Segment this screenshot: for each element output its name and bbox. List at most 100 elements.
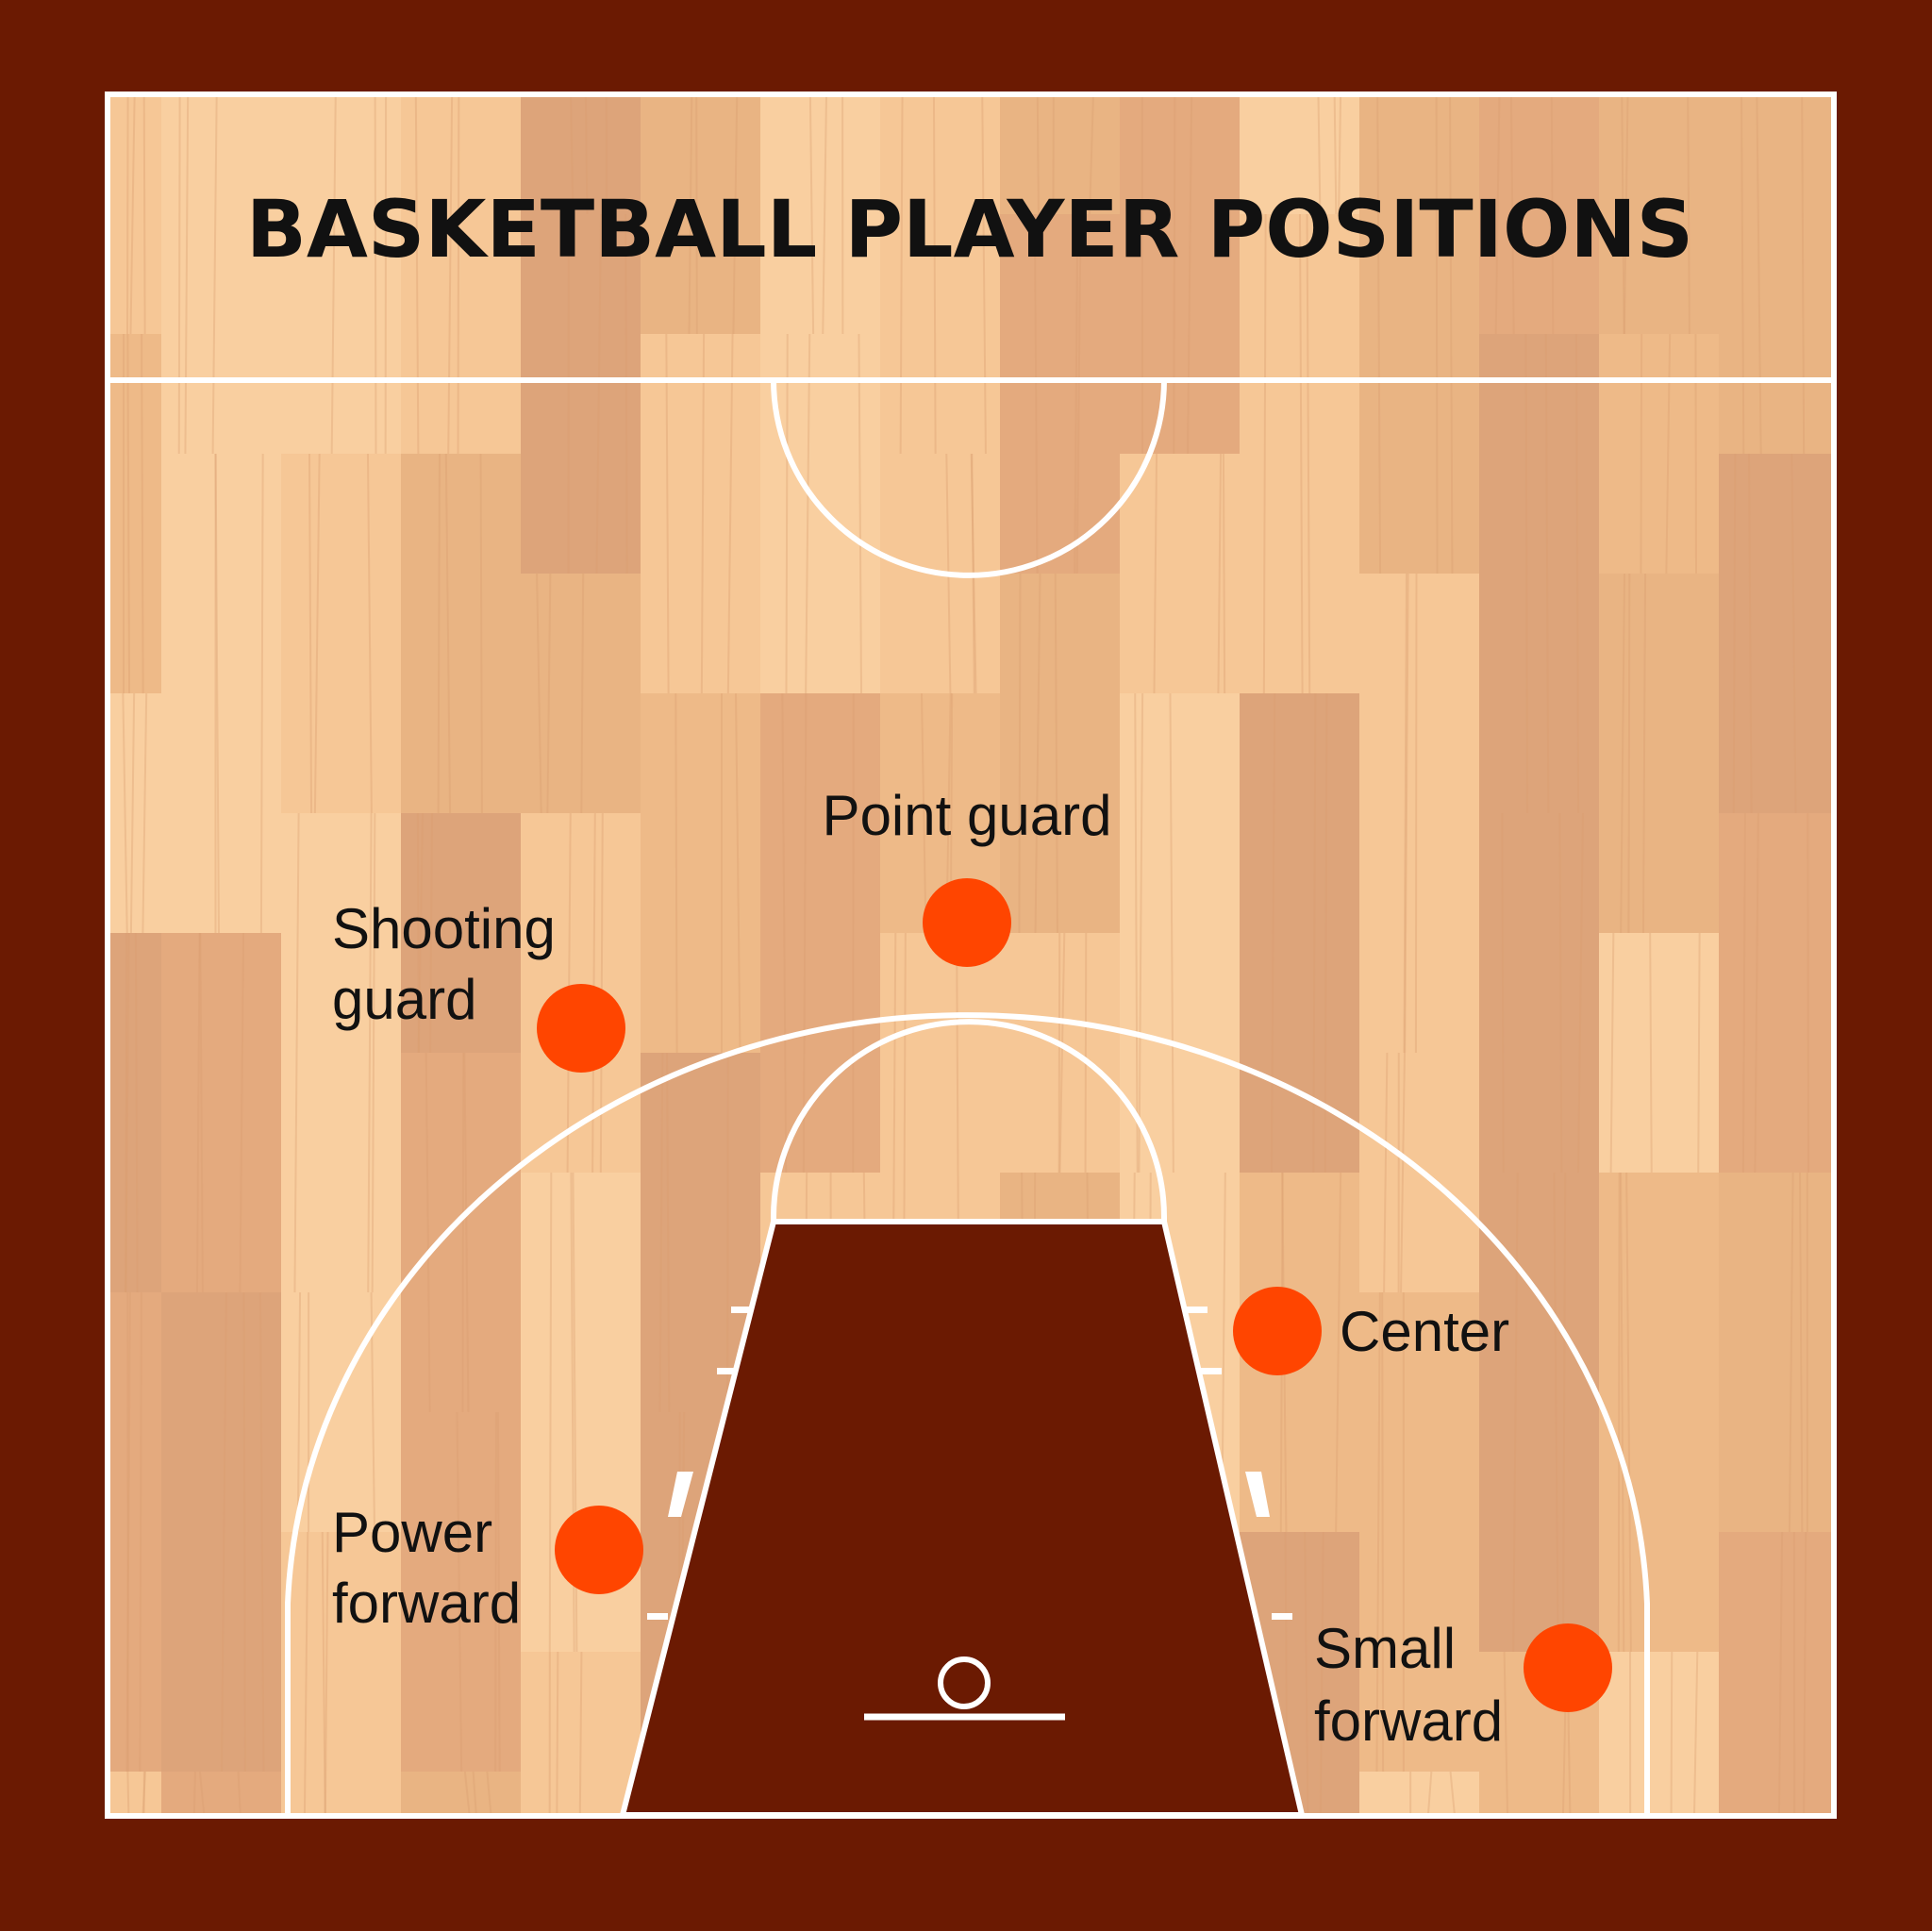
player-dot bbox=[1233, 1287, 1322, 1375]
wood-plank bbox=[401, 1053, 521, 1412]
wood-grain bbox=[665, 1052, 671, 1413]
wood-grain bbox=[1089, 93, 1094, 215]
wood-grain bbox=[1335, 1172, 1342, 1533]
wood-grain bbox=[142, 1771, 147, 1817]
wood-grain bbox=[1790, 453, 1797, 814]
wood-plank bbox=[1000, 214, 1120, 574]
wood-grain bbox=[296, 1291, 302, 1533]
player-dot bbox=[555, 1506, 643, 1594]
label-power-forward-2: forward bbox=[332, 1572, 521, 1635]
wood-plank bbox=[161, 1772, 281, 1816]
wood-grain bbox=[1503, 1651, 1509, 1817]
wood-grain bbox=[1033, 213, 1039, 574]
wood-grain bbox=[1687, 93, 1690, 335]
wood-grain bbox=[1623, 93, 1629, 335]
wood-grain bbox=[569, 93, 575, 215]
wood-plank bbox=[1240, 693, 1359, 1173]
wood-grain bbox=[494, 1411, 497, 1773]
wood-grain bbox=[463, 1052, 470, 1413]
wood-grain bbox=[211, 93, 218, 455]
wood-grain bbox=[1034, 573, 1041, 934]
wood-grain bbox=[425, 1052, 431, 1413]
wood-grain bbox=[899, 93, 904, 455]
wood-grain bbox=[1577, 812, 1584, 1174]
wood-plank bbox=[108, 1772, 161, 1816]
wood-grain bbox=[1317, 93, 1322, 215]
wood-grain bbox=[785, 333, 789, 694]
wood-grain bbox=[1803, 1531, 1807, 1817]
wood-plank bbox=[108, 334, 161, 693]
wood-grain bbox=[1649, 932, 1653, 1174]
center-circle bbox=[771, 379, 1167, 578]
wood-grain bbox=[1625, 1172, 1632, 1653]
wood-grain bbox=[580, 573, 585, 814]
wood-plank bbox=[521, 1652, 641, 1816]
wood-grain bbox=[1574, 333, 1580, 814]
wood-grain bbox=[1187, 93, 1193, 455]
wood-grain bbox=[125, 932, 130, 1293]
wood-grain bbox=[1740, 93, 1745, 455]
wood-grain bbox=[416, 812, 420, 1054]
wood-plank bbox=[521, 574, 641, 813]
wood-grain bbox=[1621, 93, 1625, 335]
wood-grain bbox=[1620, 1172, 1625, 1653]
wood-plank bbox=[641, 334, 760, 693]
player-point-guard: Point guard bbox=[823, 784, 1111, 967]
wood-grain bbox=[472, 1771, 477, 1817]
wood-grain bbox=[1153, 453, 1158, 694]
wood-plank bbox=[108, 94, 161, 334]
wood-grain bbox=[414, 93, 420, 455]
wood-grain bbox=[1544, 333, 1550, 814]
wood-grain bbox=[658, 1052, 664, 1413]
wood-grain bbox=[125, 1291, 131, 1773]
wood-grain bbox=[1777, 1531, 1784, 1817]
wood-grain bbox=[1376, 93, 1382, 574]
label-shooting-guard-2: guard bbox=[332, 968, 476, 1031]
wood-grain bbox=[1741, 812, 1746, 1174]
wood-grain bbox=[214, 453, 220, 934]
wood-grain bbox=[129, 692, 136, 934]
wood-grain bbox=[1558, 812, 1563, 1174]
wood-plank bbox=[760, 94, 880, 334]
player-center: Center bbox=[1233, 1287, 1509, 1375]
wood-grain bbox=[258, 1291, 265, 1773]
wood-grain bbox=[139, 1291, 142, 1773]
key-paint bbox=[619, 1219, 1306, 1818]
wood-plank bbox=[401, 813, 521, 1053]
wood-grain bbox=[981, 93, 987, 455]
wood-grain bbox=[695, 93, 698, 335]
wood-grain bbox=[1799, 1172, 1804, 1533]
wood-grain bbox=[1306, 213, 1311, 694]
wood-plank bbox=[161, 94, 281, 454]
wood-grain bbox=[578, 1651, 583, 1817]
wood-grain bbox=[141, 333, 144, 694]
wood-grain bbox=[1403, 573, 1407, 1054]
wood-grain bbox=[1381, 1291, 1385, 1773]
wood-grain bbox=[1694, 333, 1697, 574]
wood-grain bbox=[479, 453, 483, 814]
wood-grain bbox=[822, 93, 828, 335]
wood-grain bbox=[237, 1771, 242, 1817]
player-power-forward: Power forward bbox=[332, 1501, 643, 1635]
wood-grain bbox=[1304, 1531, 1309, 1817]
wood-plank bbox=[521, 94, 641, 214]
wood-plank bbox=[1599, 94, 1719, 334]
wood-grain bbox=[126, 1771, 130, 1817]
player-small-forward: Small forward bbox=[1314, 1617, 1612, 1753]
wood-grain bbox=[1732, 453, 1737, 814]
wood-grain bbox=[259, 453, 264, 934]
wood-grain bbox=[374, 93, 377, 455]
wood-plank bbox=[281, 813, 401, 1292]
wood-grain bbox=[1670, 1651, 1674, 1817]
wood-grain bbox=[198, 1771, 206, 1817]
wood-plank bbox=[1359, 1772, 1479, 1816]
wood-plank bbox=[161, 1292, 281, 1772]
wood-plank bbox=[880, 94, 1000, 454]
wood-grain bbox=[1562, 1172, 1567, 1653]
wood-grain bbox=[852, 692, 855, 1174]
player-dot bbox=[923, 878, 1011, 967]
wood-grain bbox=[625, 213, 628, 574]
wood-plank bbox=[1599, 574, 1719, 933]
wood-plank bbox=[1599, 1173, 1719, 1652]
